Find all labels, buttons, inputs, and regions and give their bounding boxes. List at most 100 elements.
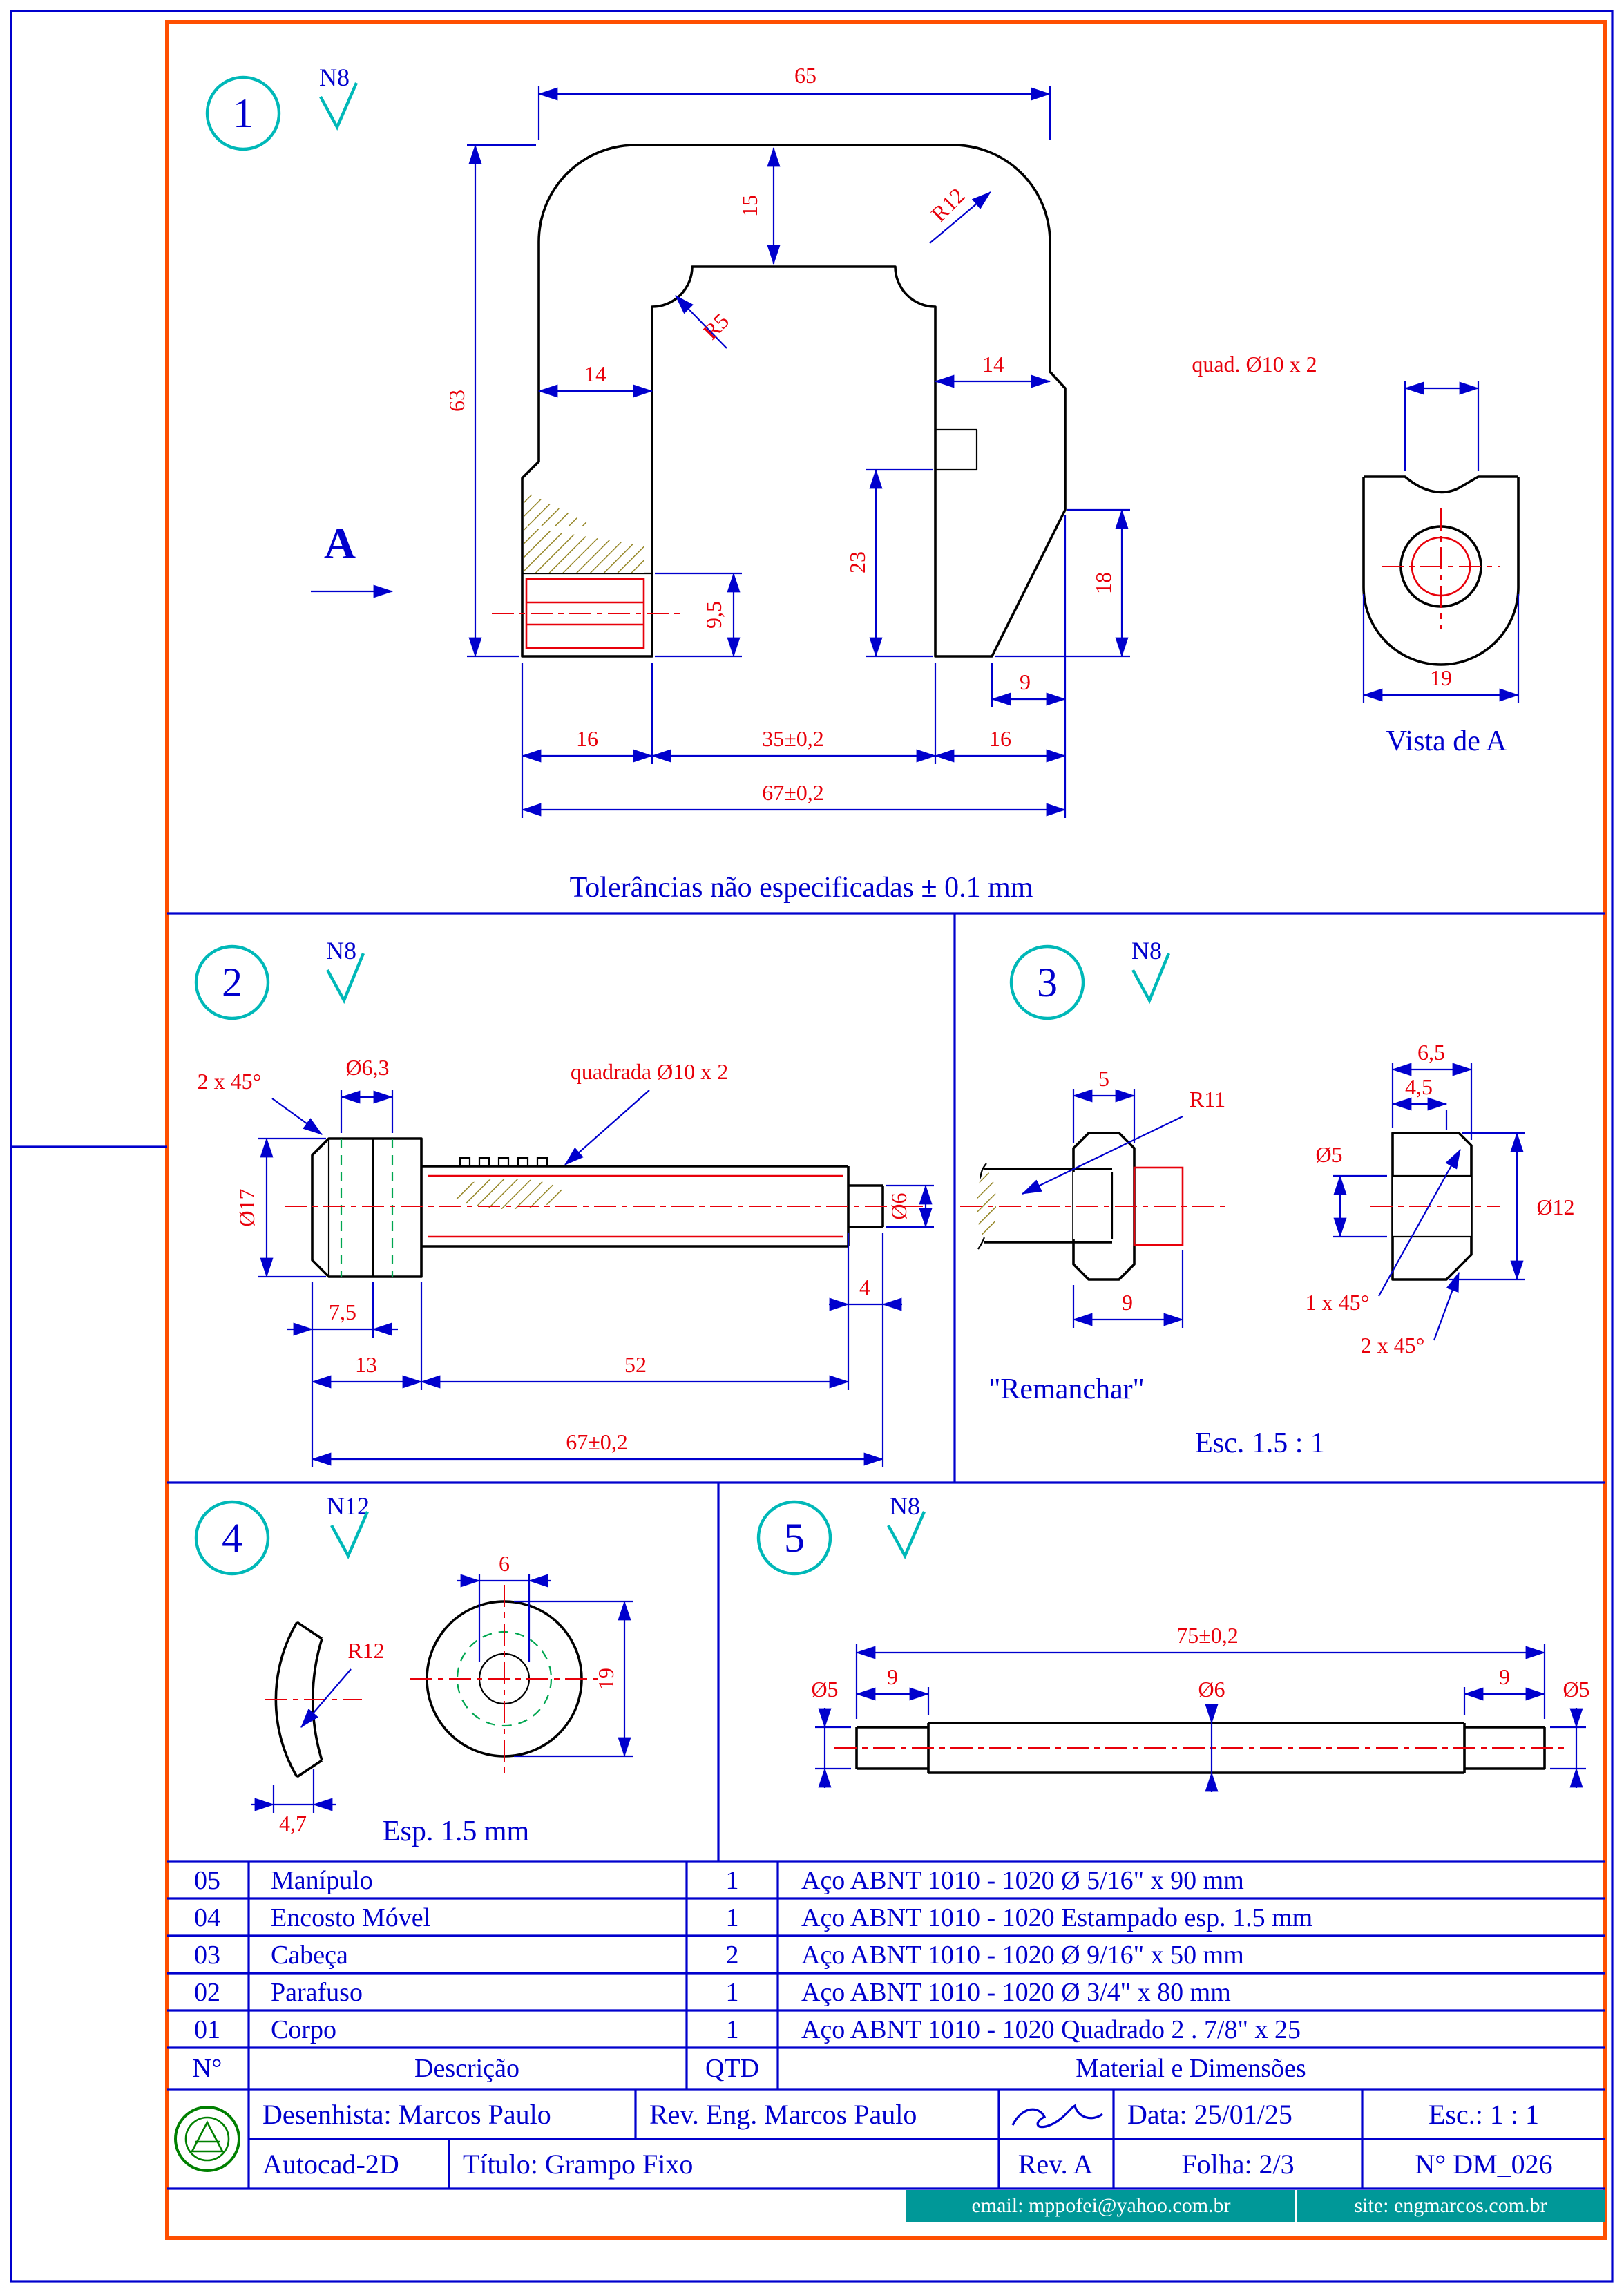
row-desc: Cabeça [271, 1941, 348, 1970]
part5-dimensions: 75±0,2 9 9 Ø5 Ø5 Ø6 [811, 1623, 1590, 1792]
row-num: 03 [194, 1941, 220, 1970]
parts-table: 05 Manípulo 1 Aço ABNT 1010 - 1020 Ø 5/1… [167, 1860, 1605, 2189]
reviewer-field: Rev. Eng. Marcos Paulo [649, 2099, 917, 2130]
tolerance-note: Tolerâncias não especificadas ± 0.1 mm [570, 872, 1033, 904]
thread-note: quadrada Ø10 x 2 [571, 1059, 728, 1084]
dim-dia: 19 [593, 1668, 618, 1690]
row-desc: Parafuso [271, 1978, 363, 2007]
table-row: 03 Cabeça 2 Aço ABNT 1010 - 1020 Ø 9/16"… [194, 1941, 1244, 1970]
dim-r12: R12 [926, 183, 970, 227]
finish-label: N8 [326, 937, 356, 964]
table-row: 05 Manípulo 1 Aço ABNT 1010 - 1020 Ø 5/1… [194, 1866, 1244, 1895]
row-material: Aço ABNT 1010 - 1020 Ø 3/4" x 80 mm [801, 1978, 1231, 2007]
part1-dimensions: 65 15 R12 R5 14 14 63 23 18 9,5 [444, 63, 1130, 818]
surface-finish-symbol-2: N8 [326, 937, 365, 1005]
company-logo [174, 2106, 240, 2172]
sheet-frame [10, 10, 1614, 2283]
dim-63: 63 [444, 390, 469, 412]
dim-dia-left: Ø5 [811, 1677, 838, 1702]
row-material: Aço ABNT 1010 - 1020 Ø 5/16" x 90 mm [801, 1866, 1244, 1895]
dim-9: 9 [1020, 669, 1031, 694]
part5-view: 5 N8 75±0,2 9 9 [756, 1492, 1590, 1792]
dim-67: 67±0,2 [762, 780, 824, 805]
dim-hole: Ø5 [1315, 1142, 1342, 1167]
part2-view: 2 N8 Ø6,3 [194, 937, 934, 1467]
balloon-1: 1 [205, 75, 281, 151]
dim-65: 65 [794, 63, 816, 88]
title-block: Desenhista: Marcos Paulo Rev. Eng. Marco… [167, 2089, 1605, 2222]
surface-finish-symbol-4: N12 [327, 1492, 370, 1559]
surface-finish-symbol-5: N8 [887, 1492, 926, 1559]
surface-finish-symbol-1: N8 [319, 64, 359, 131]
part4-front-view: 6 19 [410, 1551, 633, 1773]
view-a-label: A [324, 519, 356, 568]
part4-view: 4 N12 R12 4,7 [194, 1492, 633, 1847]
finish-label: N8 [319, 64, 350, 91]
part3-front-view: 6,5 4,5 Ø5 Ø12 1 x 45° 2 x 45° Esc. 1.5 … [1195, 1040, 1574, 1459]
balloon-1-number: 1 [233, 91, 254, 136]
dim-hole: 6 [499, 1551, 510, 1576]
part1-section-hatch [524, 491, 644, 573]
row-qty: 1 [726, 1978, 739, 2007]
vista-de-a-label: Vista de A [1386, 725, 1507, 757]
dim-23: 23 [845, 551, 870, 573]
dim-15: 15 [737, 195, 762, 217]
part1-threaded-hole [492, 578, 680, 649]
surface-finish-symbol-3: N8 [1131, 937, 1171, 1005]
part3-view: 3 N8 5 R11 9 "Remanchar" [960, 937, 1575, 1459]
dim-9-5: 9,5 [701, 601, 726, 629]
dim-16-right: 16 [989, 726, 1011, 751]
vista-de-a-view: quad. Ø10 x 2 19 Vista de A [1192, 352, 1520, 757]
part2-outline [285, 1137, 923, 1278]
dim-head-chamfer-len: 7,5 [329, 1300, 356, 1324]
balloon-2-number: 2 [222, 960, 242, 1005]
revision-field: Rev. A [1018, 2149, 1093, 2180]
balloon-2: 2 [194, 944, 270, 1020]
row-num: 04 [194, 1903, 220, 1932]
dim-tip-dia: Ø6 [886, 1192, 911, 1219]
row-qty: 1 [726, 1903, 739, 1932]
part2-dimensions: Ø6,3 2 x 45° quadrada Ø10 x 2 Ø17 Ø6 4 7… [198, 1055, 934, 1467]
dim-dia-mid: Ø6 [1198, 1677, 1225, 1702]
dim-head-dia: Ø17 [234, 1188, 259, 1226]
balloon-5: 5 [756, 1500, 832, 1576]
table-header-row: N° Descrição QTD Material e Dimensões [193, 2054, 1306, 2083]
dim-18: 18 [1091, 572, 1116, 594]
row-num: 05 [194, 1866, 220, 1895]
dim-dia: Ø12 [1536, 1195, 1574, 1219]
dim-cross-hole: Ø6,3 [345, 1055, 389, 1080]
email-text: email: mppofei@yahoo.com.br [971, 2194, 1230, 2217]
view-direction-arrow-a: A [311, 519, 394, 598]
title-block-grid [167, 2089, 1605, 2190]
dim-r5: R5 [698, 308, 734, 344]
dim-total-len: 75±0,2 [1176, 1623, 1239, 1648]
part4-side-view: R12 4,7 [251, 1621, 385, 1836]
site-text: site: engmarcos.com.br [1354, 2194, 1547, 2217]
dim-width: 6,5 [1417, 1040, 1445, 1065]
square-hole-note: quad. Ø10 x 2 [1192, 352, 1317, 377]
scale-note: Esc. 1.5 : 1 [1195, 1427, 1325, 1459]
header-material: Material e Dimensões [1076, 2054, 1306, 2083]
balloon-4: 4 [194, 1500, 270, 1576]
dim-seg-right: 9 [1499, 1664, 1510, 1689]
drafter-field: Desenhista: Marcos Paulo [262, 2099, 551, 2130]
dim-r11: R11 [1190, 1087, 1225, 1112]
table-row: 04 Encosto Móvel 1 Aço ABNT 1010 - 1020 … [194, 1903, 1312, 1932]
dim-total-len: 67±0,2 [566, 1429, 628, 1454]
table-row: 01 Corpo 1 Aço ABNT 1010 - 1020 Quadrado… [194, 2015, 1301, 2044]
scale-field: Esc.: 1 : 1 [1429, 2099, 1539, 2130]
thickness-note: Esp. 1.5 mm [383, 1816, 530, 1847]
table-row: 02 Parafuso 1 Aço ABNT 1010 - 1020 Ø 3/4… [194, 1978, 1231, 2007]
software-field: Autocad-2D [262, 2149, 399, 2180]
balloon-3: 3 [1009, 944, 1085, 1020]
balloon-5-number: 5 [784, 1515, 805, 1561]
row-qty: 2 [726, 1941, 739, 1970]
dim-seg-left: 9 [887, 1664, 898, 1689]
balloon-4-number: 4 [222, 1515, 242, 1561]
balloon-3-number: 3 [1037, 960, 1058, 1005]
dim-shoulder: 4,5 [1405, 1074, 1433, 1099]
date-field: Data: 25/01/25 [1127, 2099, 1292, 2130]
dim-chamfer2: 2 x 45° [1361, 1333, 1425, 1358]
row-num: 02 [194, 1978, 220, 2007]
